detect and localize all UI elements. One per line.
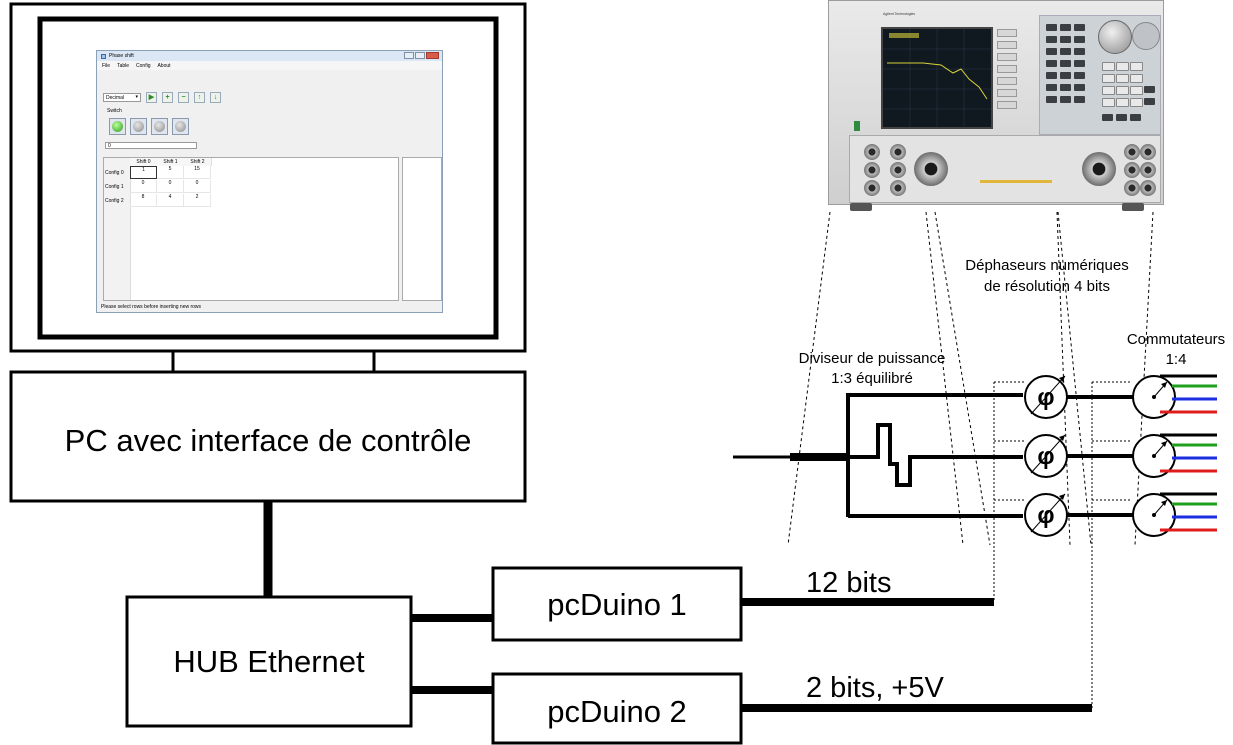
- value-spinbox[interactable]: 0: [105, 142, 197, 149]
- analyzer-screen: [881, 27, 993, 129]
- hub-box-label: HUB Ethernet: [173, 644, 365, 679]
- analyzer-port-2: [1082, 152, 1116, 186]
- analyzer-port-1: [914, 152, 948, 186]
- app-titlebar: Phase shift: [97, 51, 442, 61]
- phase-shifter-3: φ: [1024, 493, 1068, 537]
- switch-1: [1132, 375, 1176, 419]
- phase-shifter-2: φ: [1024, 434, 1068, 478]
- arrow-up-icon[interactable]: ↑: [194, 92, 205, 103]
- pcduino2-label: pcDuino 2: [547, 694, 687, 729]
- format-select[interactable]: Decimal: [103, 93, 141, 102]
- pcduino1-label: pcDuino 1: [547, 587, 687, 622]
- table-cell[interactable]: 1: [130, 166, 157, 179]
- switches-label-line2: 1:4: [1166, 351, 1187, 368]
- column-header[interactable]: Shift 1: [157, 158, 185, 166]
- switch-3: [1132, 493, 1176, 537]
- status-bar: Please select rows before inserting new …: [101, 304, 202, 310]
- network-analyzer: Agilent Technologies: [828, 0, 1164, 212]
- phase-shifters-label-line2: de résolution 4 bits: [984, 278, 1110, 295]
- menu-about[interactable]: About: [157, 62, 171, 69]
- table-cell[interactable]: 8: [130, 194, 157, 207]
- pcduino2-box: [491, 672, 743, 745]
- analyzer-keypad: [1039, 15, 1161, 135]
- row-header[interactable]: Config 2: [105, 198, 124, 204]
- switch-button-0[interactable]: [109, 118, 126, 135]
- switch-button-1[interactable]: [130, 118, 147, 135]
- switch-button-2[interactable]: [151, 118, 168, 135]
- phi-symbol-2: φ: [1037, 443, 1054, 470]
- switch-buttons: [109, 118, 189, 135]
- table-cell[interactable]: 0: [130, 180, 157, 193]
- analyzer-chassis: Agilent Technologies: [828, 0, 1164, 205]
- phase-shift-app-window: Phase shift File Table Config About Deci…: [96, 50, 443, 313]
- app-menubar: File Table Config About: [97, 61, 442, 70]
- table-cell[interactable]: 0: [184, 180, 211, 193]
- column-header[interactable]: Shift 0: [130, 158, 158, 166]
- switch-2: [1132, 434, 1176, 478]
- table-cell[interactable]: 2: [184, 194, 211, 207]
- pcduino1-box: [491, 566, 743, 642]
- menu-config[interactable]: Config: [136, 62, 151, 69]
- menu-file[interactable]: File: [102, 62, 111, 69]
- bus-12-label: 12 bits: [806, 567, 891, 599]
- app-toolbar: Decimal ▶ + − ↑ ↓: [103, 92, 221, 103]
- maximize-button[interactable]: [415, 52, 425, 59]
- row-header[interactable]: Config 0: [105, 170, 124, 176]
- analyzer-softkeys: [997, 29, 1019, 129]
- column-header[interactable]: Shift 2: [184, 158, 212, 166]
- phi-symbol-1: φ: [1037, 384, 1054, 411]
- phase-shifters-label-line1: Déphaseurs numériques: [965, 257, 1128, 274]
- switch-group-label: Switch: [107, 108, 122, 114]
- phi-symbol-3: φ: [1037, 502, 1054, 529]
- analyzer-brand: Agilent Technologies: [883, 12, 916, 16]
- hub-box: [125, 595, 413, 728]
- power-button: [854, 121, 860, 131]
- arrow-down-icon[interactable]: ↓: [210, 92, 221, 103]
- bus-2-label: 2 bits, +5V: [806, 672, 944, 704]
- menu-table[interactable]: Table: [117, 62, 130, 69]
- minimize-button[interactable]: [404, 52, 414, 59]
- switch-outputs: [1160, 374, 1217, 532]
- power-splitter: [733, 393, 1023, 518]
- analyzer-knob: [1098, 20, 1132, 54]
- add-icon[interactable]: +: [162, 92, 173, 103]
- splitter-label-line2: 1:3 équilibré: [831, 370, 913, 387]
- play-icon[interactable]: ▶: [146, 92, 157, 103]
- app-title: Phase shift: [109, 53, 134, 59]
- window-controls: [404, 52, 439, 59]
- shifter-switch-links: [1067, 395, 1133, 517]
- side-panel: [402, 157, 442, 301]
- table-cell[interactable]: 4: [157, 194, 184, 207]
- switch-button-3[interactable]: [172, 118, 189, 135]
- pc-box-label: PC avec interface de contrôle: [65, 423, 472, 458]
- splitter-label-line1: Diviseur de puissance: [799, 350, 946, 367]
- row-header[interactable]: Config 1: [105, 184, 124, 190]
- table-cell[interactable]: 5: [157, 166, 184, 179]
- table-cell[interactable]: 0: [157, 180, 184, 193]
- close-button[interactable]: [426, 52, 439, 59]
- table-cell[interactable]: 15: [184, 166, 211, 179]
- pc-box: [9, 370, 527, 503]
- control-lines: [993, 381, 1130, 708]
- app-icon: [101, 53, 106, 59]
- analyzer-ports-panel: [849, 135, 1161, 203]
- zoom-guides: [787, 211, 1154, 546]
- remove-icon[interactable]: −: [178, 92, 189, 103]
- analyzer-nav-pad: [1132, 22, 1160, 50]
- phase-shifter-1: φ: [1024, 375, 1068, 419]
- switches-label-line1: Commutateurs: [1127, 331, 1225, 348]
